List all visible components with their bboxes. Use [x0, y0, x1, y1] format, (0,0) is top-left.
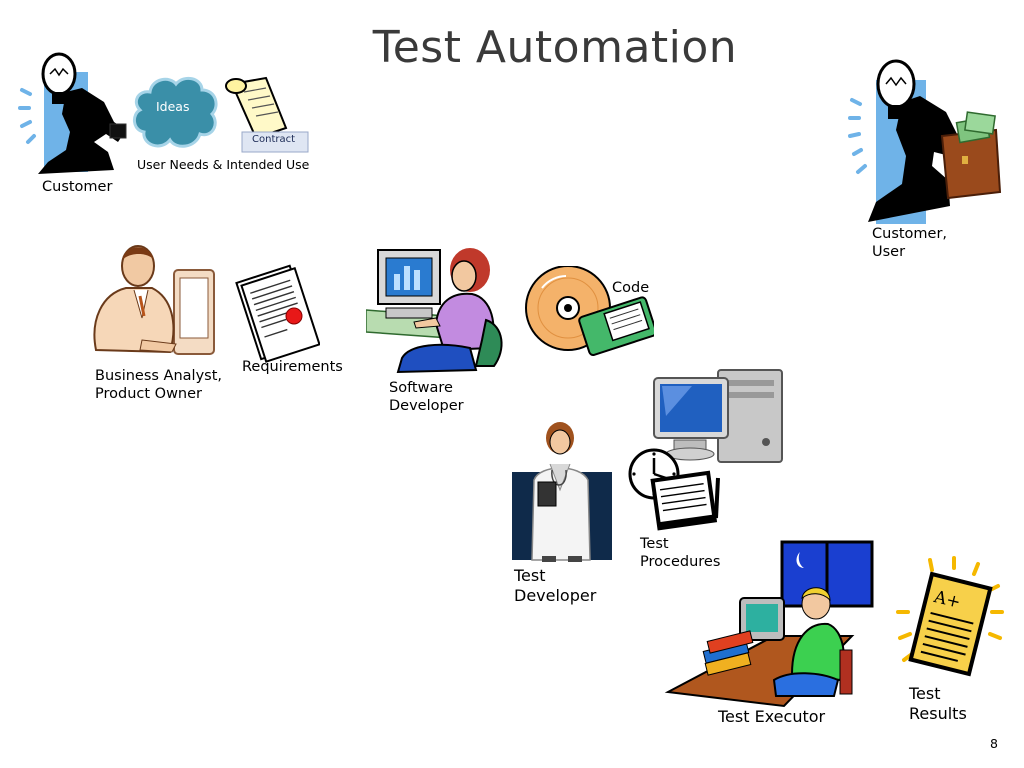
contract-label: Contract — [252, 134, 296, 145]
ideas-label: Ideas — [156, 99, 190, 114]
computer-icon — [652, 366, 786, 466]
user-needs-label: User Needs & Intended Use — [137, 157, 310, 172]
test-developer-label: Test Developer — [514, 566, 597, 605]
test-procedures-label: Test Procedures — [640, 536, 721, 570]
requirements-label: Requirements — [242, 359, 343, 375]
business-analyst-label: Business Analyst, Product Owner — [95, 368, 223, 402]
test-executor-label: Test Executor — [718, 707, 826, 726]
test-executor-illustration — [664, 540, 874, 708]
code-disc-icon — [522, 266, 654, 358]
software-developer-illustration — [366, 240, 512, 376]
ideas-cloud: Ideas — [130, 72, 222, 154]
contract-scroll-icon: Contract — [222, 76, 310, 158]
customer-illustration — [14, 52, 134, 177]
test-developer-illustration — [510, 420, 614, 562]
test-results-illustration: A+ — [890, 556, 1008, 684]
test-procedures-icon — [628, 448, 726, 532]
customer-user-label: Customer, User — [872, 226, 948, 260]
code-label: Code — [612, 280, 650, 296]
requirements-document-icon — [234, 262, 320, 366]
test-results-label: Test Results — [909, 684, 967, 723]
business-analyst-illustration — [86, 240, 220, 364]
page-title: Test Automation — [372, 22, 738, 73]
software-developer-label: Software Developer — [389, 380, 464, 414]
customer-user-illustration — [846, 56, 1006, 226]
page-number: 8 — [990, 736, 998, 751]
customer-label: Customer — [42, 179, 113, 195]
